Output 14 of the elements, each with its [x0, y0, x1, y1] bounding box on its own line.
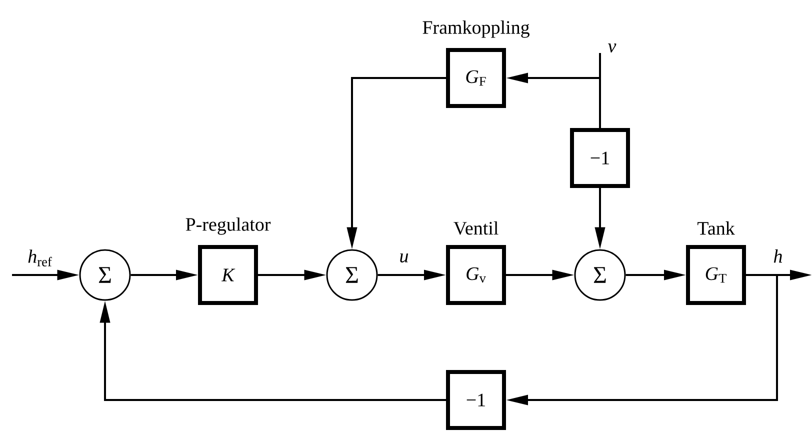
- block-heading: P-regulator: [186, 218, 271, 235]
- signal-label: u: [400, 254, 408, 262]
- block-heading: Framkoppling: [422, 20, 530, 38]
- block-heading: Tank: [698, 221, 735, 235]
- signal-label: v: [608, 44, 616, 52]
- block-box: −1: [570, 128, 630, 188]
- block-box: G$_{v}$: [446, 244, 506, 305]
- block-heading: Ventil: [454, 221, 498, 235]
- block-box: K: [198, 244, 258, 305]
- block-box: −1: [446, 370, 506, 430]
- block-box: G$_{T}$: [686, 244, 746, 305]
- signal-label: h$_{ref}$: [28, 250, 52, 266]
- signal-label: h: [774, 249, 782, 263]
- block-box: G$_{F}$: [446, 48, 506, 108]
